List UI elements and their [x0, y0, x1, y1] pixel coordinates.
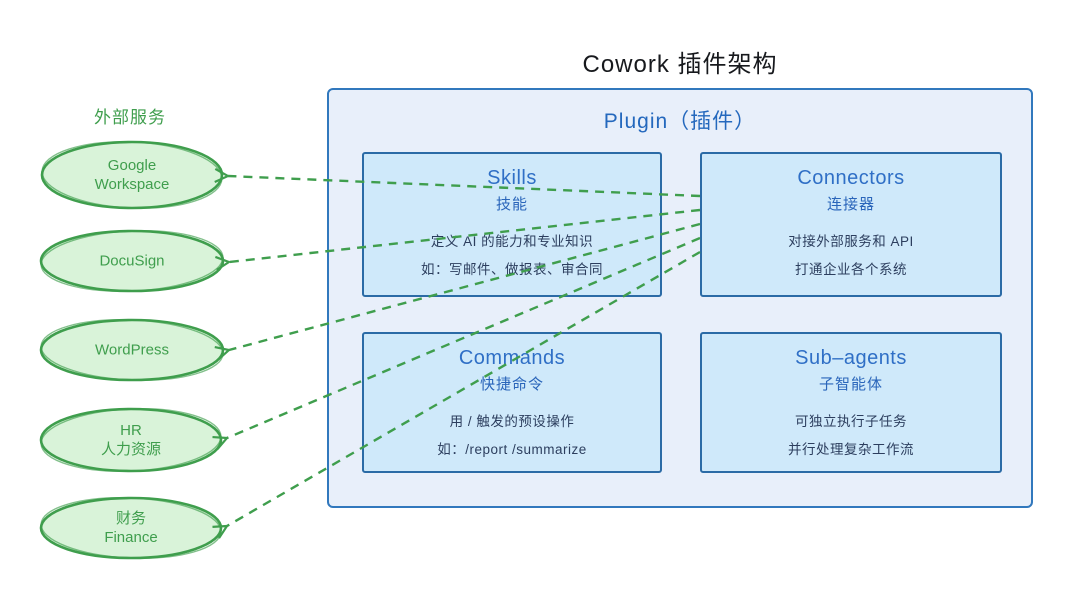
node-label-finance: 财务 Finance	[104, 509, 157, 547]
node-label-finance-line1: 财务	[115, 510, 146, 527]
module-sub-agents: Sub–agents 子智能体 可独立执行子任务 并行处理复杂工作流	[700, 332, 1002, 473]
module-connectors-line2: 打通企业各个系统	[795, 262, 907, 277]
module-commands-body: 用 / 触发的预设操作 如：/report /summarize	[364, 408, 660, 464]
node-label-docusign: DocuSign	[99, 252, 164, 271]
module-commands-subtitle: 快捷命令	[479, 376, 544, 393]
module-skills-subtitle: 技能	[495, 196, 528, 213]
module-commands-line2: 如：/report /summarize	[437, 442, 587, 457]
plugin-container-title: Plugin（插件）	[603, 110, 757, 133]
module-sub-agents-line2: 并行处理复杂工作流	[788, 442, 914, 457]
module-commands: Commands 快捷命令 用 / 触发的预设操作 如：/report /sum…	[362, 332, 662, 473]
module-commands-title: Commands	[458, 347, 566, 369]
node-label-hr-line2: 人力资源	[100, 441, 162, 458]
module-connectors-body: 对接外部服务和 API 打通企业各个系统	[702, 228, 1000, 284]
module-sub-agents-line1: 可独立执行子任务	[795, 414, 907, 429]
node-label-google-workspace: Google Workspace	[95, 156, 170, 194]
module-skills-title: Skills	[487, 167, 537, 189]
diagram-title: Cowork 插件架构	[582, 51, 778, 78]
module-skills-line1: 定义 AI 的能力和专业知识	[430, 234, 594, 249]
module-skills: Skills 技能 定义 AI 的能力和专业知识 如：写邮件、做报表、审合同	[362, 152, 662, 297]
module-connectors: Connectors 连接器 对接外部服务和 API 打通企业各个系统	[700, 152, 1002, 297]
node-label-docusign-line1: DocuSign	[99, 252, 165, 270]
external-services-label: 外部服务	[94, 108, 166, 127]
plugin-container: Plugin（插件） Skills 技能 定义 AI 的能力和专业知识 如：写邮…	[327, 88, 1033, 508]
module-skills-line2: 如：写邮件、做报表、审合同	[421, 262, 603, 277]
node-label-hr: HR 人力资源	[101, 421, 161, 459]
node-label-hr-line1: HR	[120, 422, 142, 439]
module-sub-agents-subtitle: 子智能体	[818, 376, 883, 393]
node-label-google-workspace-line2: Workspace	[94, 176, 170, 193]
node-label-wordpress-line1: WordPress	[95, 341, 169, 359]
module-connectors-title: Connectors	[797, 167, 905, 189]
node-label-wordpress: WordPress	[95, 341, 169, 360]
module-skills-body: 定义 AI 的能力和专业知识 如：写邮件、做报表、审合同	[364, 228, 660, 284]
module-sub-agents-body: 可独立执行子任务 并行处理复杂工作流	[702, 408, 1000, 464]
module-connectors-line1: 对接外部服务和 API	[788, 234, 914, 249]
node-label-finance-line2: Finance	[104, 529, 158, 546]
node-label-google-workspace-line1: Google	[107, 157, 157, 174]
module-sub-agents-title: Sub–agents	[795, 347, 907, 369]
module-connectors-subtitle: 连接器	[826, 196, 875, 213]
module-commands-line1: 用 / 触发的预设操作	[449, 414, 575, 429]
